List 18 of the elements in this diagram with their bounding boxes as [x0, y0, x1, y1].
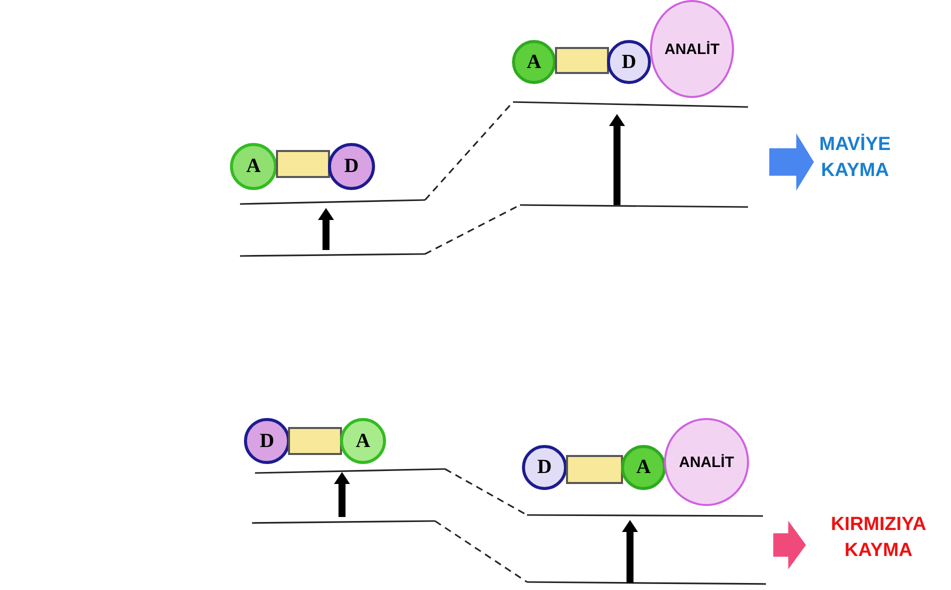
acceptor-circle: A — [340, 418, 386, 464]
donor-circle: D — [522, 445, 567, 490]
donor-circle: D — [328, 143, 375, 190]
block-arrow — [769, 133, 814, 191]
block-arrow — [773, 520, 806, 570]
analyte-circle: ANALİT — [650, 0, 734, 98]
linker-box — [276, 150, 330, 178]
donor-circle: D — [244, 418, 290, 464]
shift-label: KIRMIZIYA KAYMA — [806, 512, 951, 564]
acceptor-circle: A — [230, 143, 277, 190]
donor-circle: D — [607, 40, 651, 84]
linker-box — [288, 427, 342, 455]
acceptor-circle: A — [512, 40, 556, 84]
linker-box — [566, 455, 623, 484]
analyte-circle: ANALİT — [664, 418, 749, 506]
shift-label: MAVİYE KAYMA — [814, 132, 896, 184]
linker-box — [555, 47, 609, 74]
acceptor-circle: A — [621, 445, 666, 490]
